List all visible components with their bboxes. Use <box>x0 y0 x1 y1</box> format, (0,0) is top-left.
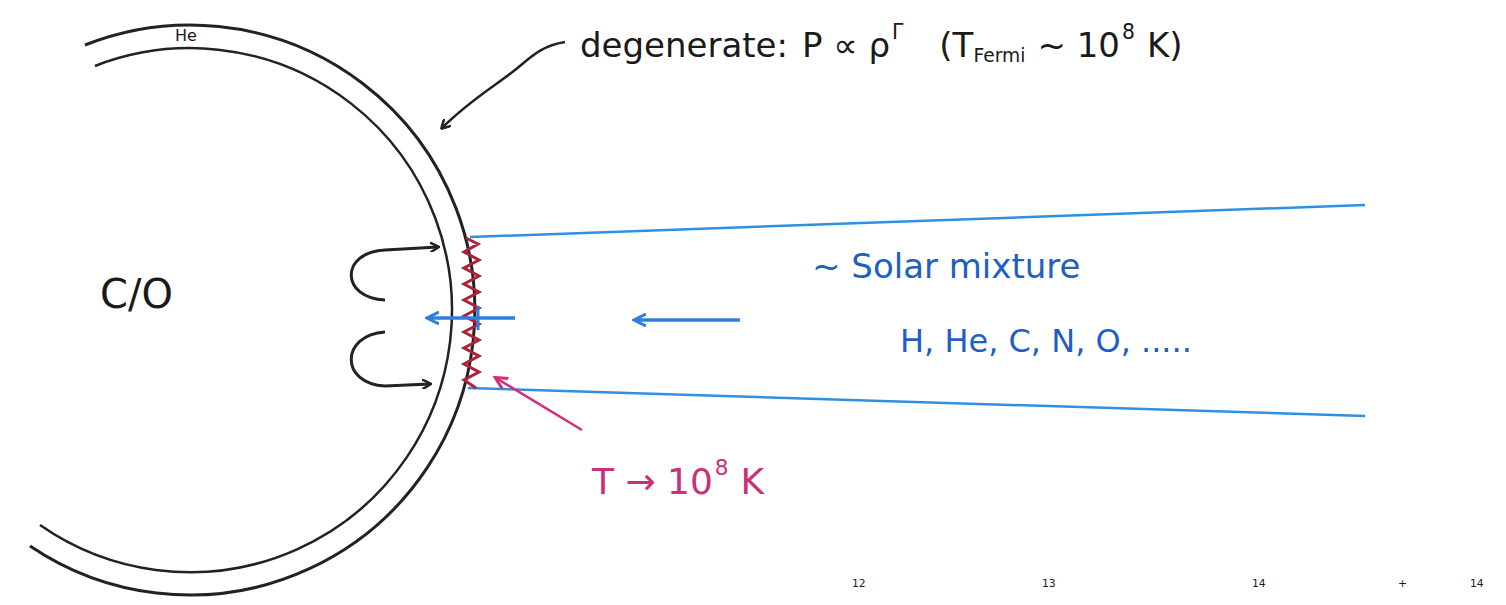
annotation-group: degenerate: P ∝ ρΓ (TFermi ~ 108 K) <box>580 20 1183 67</box>
annotation: (T <box>939 25 973 66</box>
isotope-number: 13 <box>1042 578 1056 591</box>
outer-shell <box>30 25 475 595</box>
infall-tick <box>477 306 480 330</box>
temperature-label: K <box>741 460 765 503</box>
plus-sign-group: + <box>1398 578 1407 601</box>
isotope-number: 14 <box>1470 578 1484 591</box>
leader-arrow <box>442 42 565 128</box>
annotation: Γ <box>892 20 903 44</box>
convection-arrow <box>351 247 438 300</box>
isotope-number-group: 13 <box>1042 578 1056 601</box>
isotope-number: 14 <box>1252 578 1266 591</box>
infall-arrow <box>428 316 515 320</box>
composition-label-group: H, He, C, N, O, ..... <box>900 322 1192 360</box>
stream-edge <box>468 388 1365 416</box>
inner-shell <box>40 48 452 572</box>
convection-arrow <box>351 332 430 386</box>
composition-label: H, He, C, N, O, ..... <box>900 322 1192 360</box>
annotation: P ∝ ρ <box>802 25 890 66</box>
stream-label-group: ~ Solar mixture <box>812 246 1080 287</box>
annotation: ~ 10 <box>1037 25 1120 66</box>
layer-label-group: He <box>172 28 200 44</box>
plus-sign: + <box>1398 578 1407 591</box>
layer-label: He <box>175 28 197 44</box>
annotation: 8 <box>1122 20 1135 44</box>
temperature-label: 8 <box>715 455 729 481</box>
core-label-group: C/O <box>100 270 173 318</box>
core-label: C/O <box>100 270 173 318</box>
stream-edge <box>470 205 1365 237</box>
annotation: degenerate: <box>580 25 788 66</box>
leader-arrow <box>496 378 582 430</box>
temperature-label-group: T → 108K <box>592 455 764 504</box>
temperature-label: T → 10 <box>592 460 713 503</box>
stream-label: ~ Solar mixture <box>812 246 1080 287</box>
annotation: Fermi <box>973 45 1025 67</box>
isotope-number-group: 14 <box>1252 578 1266 601</box>
isotope-number-group: 14 <box>1470 578 1484 601</box>
infall-arrow <box>635 318 740 322</box>
hot-spot <box>464 238 479 388</box>
isotope-number-group: 12 <box>852 578 866 601</box>
annotation: K) <box>1147 25 1183 66</box>
isotope-number: 12 <box>852 578 866 591</box>
